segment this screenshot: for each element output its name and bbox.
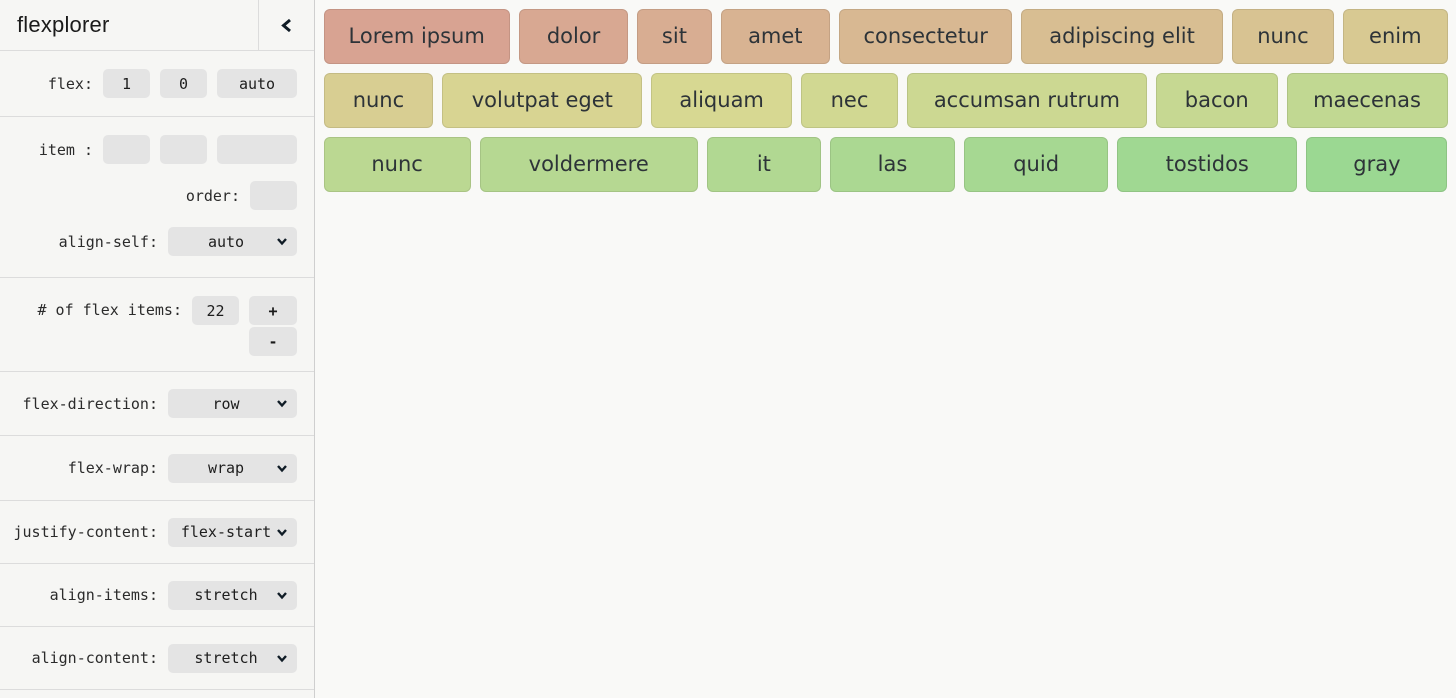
chevron-down-icon: [277, 238, 287, 246]
flex-item[interactable]: nunc: [323, 72, 434, 128]
align-content-select[interactable]: stretch: [168, 643, 297, 673]
flex-item[interactable]: nec: [801, 72, 898, 128]
align-self-value: auto: [207, 232, 245, 251]
item-value-input-3[interactable]: [217, 135, 297, 164]
section-flex: flex:: [0, 51, 314, 117]
section-flex-wrap: flex-wrap: wrap: [0, 436, 314, 501]
flex-item[interactable]: voldermere: [479, 136, 698, 192]
align-self-label: align-self:: [58, 232, 158, 251]
item-label: item :: [38, 140, 93, 159]
align-content-label: align-content:: [31, 649, 158, 667]
flex-item[interactable]: tostidos: [1117, 136, 1298, 192]
decrease-items-button[interactable]: -: [249, 327, 297, 356]
flex-item[interactable]: gray: [1306, 136, 1448, 192]
flex-grow-input[interactable]: [103, 69, 150, 98]
flex-item[interactable]: dolor: [518, 8, 629, 64]
align-items-label: align-items:: [49, 586, 158, 604]
section-count: # of flex items: + -: [0, 278, 314, 372]
flex-item[interactable]: sit: [637, 8, 712, 64]
flex-item[interactable]: las: [829, 136, 956, 192]
flex-direction-value: row: [212, 394, 240, 413]
flex-label: flex:: [47, 74, 93, 93]
sidebar-header: flexplorer: [0, 0, 314, 51]
section-item: item : order: align-self: auto: [0, 117, 314, 278]
flex-item[interactable]: enim: [1343, 8, 1448, 64]
flex-item[interactable]: accumsan rutrum: [906, 72, 1147, 128]
align-content-value: stretch: [194, 649, 258, 667]
order-label: order:: [185, 186, 240, 205]
sidebar: flexplorer flex: item : order: align-se: [0, 0, 315, 698]
flex-item[interactable]: aliquam: [651, 72, 793, 128]
chevron-down-icon: [277, 400, 287, 408]
count-buttons: + -: [249, 296, 297, 356]
order-input[interactable]: [250, 181, 297, 210]
flex-item[interactable]: it: [706, 136, 821, 192]
item-value-input-1[interactable]: [103, 135, 150, 164]
justify-content-select[interactable]: flex-start: [168, 517, 297, 547]
flex-item[interactable]: volutpat eget: [442, 72, 643, 128]
flex-shrink-input[interactable]: [160, 69, 207, 98]
flex-item[interactable]: bacon: [1155, 72, 1278, 128]
app-title: flexplorer: [17, 12, 110, 37]
align-items-value: stretch: [194, 586, 258, 604]
flex-item[interactable]: adipiscing elit: [1021, 8, 1223, 64]
flex-wrap-label: flex-wrap:: [67, 459, 158, 477]
flex-item[interactable]: consectetur: [839, 8, 1013, 64]
flex-item[interactable]: Lorem ipsum: [323, 8, 510, 64]
flex-items-count-input[interactable]: [192, 296, 239, 325]
section-justify-content: justify-content: flex-start: [0, 501, 314, 564]
flex-direction-select[interactable]: row: [168, 389, 297, 418]
section-align-content: align-content: stretch: [0, 627, 314, 690]
flex-item[interactable]: maecenas: [1286, 72, 1448, 128]
chevron-down-icon: [277, 464, 287, 472]
chevron-down-icon: [277, 654, 287, 662]
justify-content-value: flex-start: [180, 523, 272, 541]
sidebar-collapse-button[interactable]: [258, 0, 314, 50]
align-items-select[interactable]: stretch: [168, 580, 297, 610]
section-align-items: align-items: stretch: [0, 564, 314, 627]
chevron-down-icon: [277, 528, 287, 536]
flex-items-count-label: # of flex items:: [37, 301, 183, 319]
flex-item[interactable]: nunc: [1231, 8, 1335, 64]
flex-wrap-select[interactable]: wrap: [168, 453, 297, 483]
flex-direction-label: flex-direction:: [22, 394, 158, 413]
align-self-select[interactable]: auto: [168, 227, 297, 256]
flex-item[interactable]: nunc: [323, 136, 471, 192]
increase-items-button[interactable]: +: [249, 296, 297, 325]
flex-item[interactable]: quid: [964, 136, 1109, 192]
chevron-left-icon: [281, 18, 291, 32]
flex-basis-input[interactable]: [217, 69, 297, 98]
section-flex-direction: flex-direction: row: [0, 372, 314, 436]
justify-content-label: justify-content:: [13, 523, 159, 541]
chevron-down-icon: [277, 591, 287, 599]
flex-wrap-value: wrap: [207, 459, 245, 477]
flex-item[interactable]: amet: [720, 8, 830, 64]
item-value-input-2[interactable]: [160, 135, 207, 164]
